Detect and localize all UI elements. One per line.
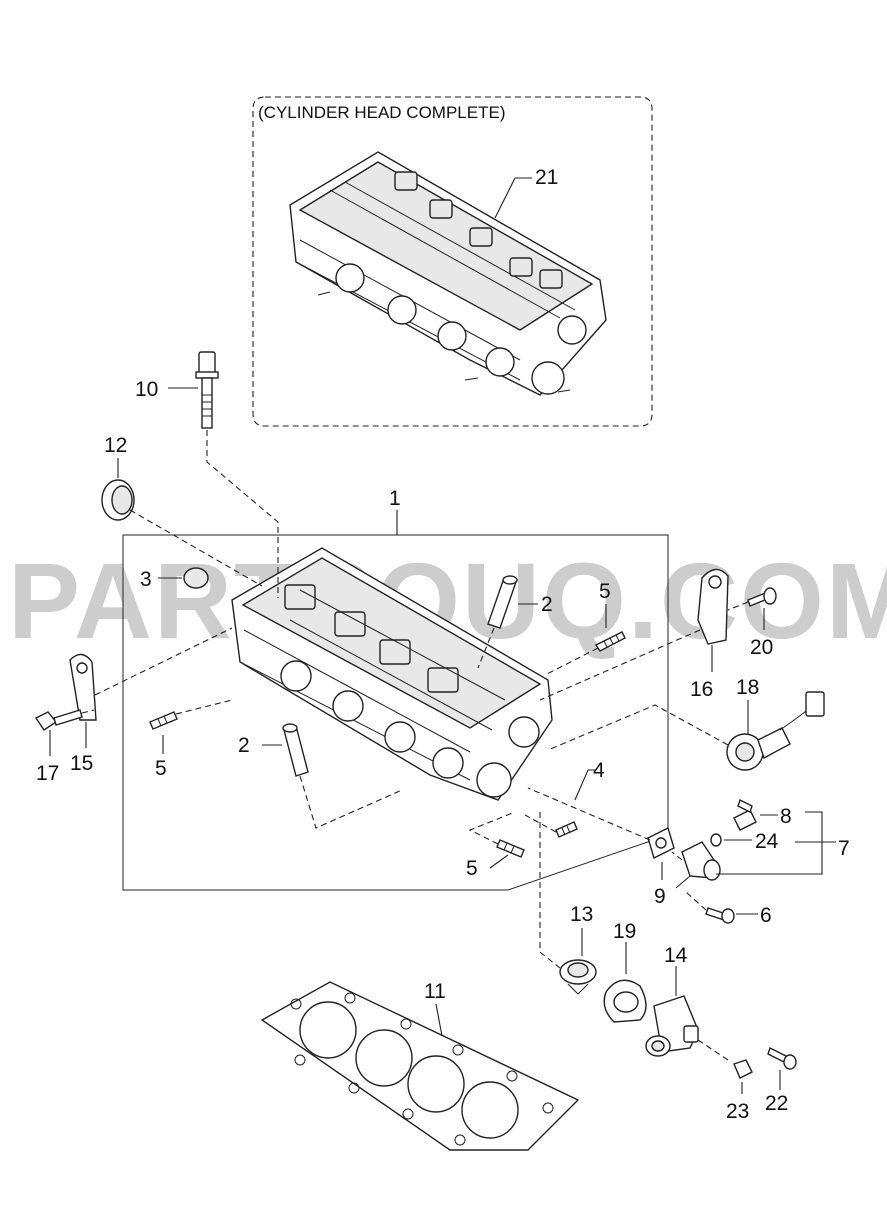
callout-10: 10 xyxy=(135,378,158,401)
cylinder-head-boundary xyxy=(122,534,669,891)
water-outlet-housing[interactable] xyxy=(675,841,721,889)
inlet-bolt[interactable] xyxy=(767,1047,797,1070)
group-title: (CYLINDER HEAD COMPLETE) xyxy=(258,103,505,122)
valve-guide-lower[interactable] xyxy=(282,723,309,777)
engine-hanger-bracket[interactable] xyxy=(69,653,97,721)
inlet-nut[interactable] xyxy=(733,1059,753,1079)
callout-13: 13 xyxy=(570,903,593,926)
stud-lower[interactable] xyxy=(496,839,525,858)
callout-8: 8 xyxy=(780,805,792,828)
stud-left[interactable] xyxy=(149,711,178,730)
callout-12: 12 xyxy=(104,434,127,457)
coolant-temperature-sensor[interactable] xyxy=(733,799,757,831)
bracket-bolt-20[interactable] xyxy=(747,587,777,607)
stud-upper[interactable] xyxy=(594,631,626,652)
callout-7: 7 xyxy=(838,837,850,860)
cylinder-head-complete-assembly[interactable] xyxy=(289,151,607,396)
callout-16: 16 xyxy=(690,678,713,701)
water-outlet-gasket[interactable] xyxy=(647,827,675,859)
callout-17: 17 xyxy=(36,762,59,785)
callout-20: 20 xyxy=(750,636,773,659)
callout-18: 18 xyxy=(736,676,759,699)
callout-19: 19 xyxy=(613,920,636,943)
callout-15: 15 xyxy=(70,752,93,775)
callout-21: 21 xyxy=(535,166,558,189)
stud-4[interactable] xyxy=(555,821,578,838)
callout-4: 4 xyxy=(593,759,605,782)
callout-9: 9 xyxy=(654,885,666,908)
valve-guide-upper[interactable] xyxy=(487,575,518,629)
callout-23: 23 xyxy=(726,1100,749,1123)
outlet-bolt[interactable] xyxy=(705,907,735,924)
callout-2b: 2 xyxy=(238,734,250,757)
wire-bracket[interactable] xyxy=(697,568,729,645)
cylinder-head[interactable] xyxy=(231,547,553,801)
callout-24: 24 xyxy=(755,830,779,853)
thermostat[interactable] xyxy=(559,959,597,995)
callout-5c: 5 xyxy=(466,857,478,880)
sensor-washer[interactable] xyxy=(710,833,722,847)
cylinder-head-complete-group: (CYLINDER HEAD COMPLETE) 21 xyxy=(252,96,653,427)
callout-11: 11 xyxy=(424,980,446,1003)
callout-5a: 5 xyxy=(599,580,611,603)
water-inlet-fitting[interactable] xyxy=(645,995,699,1057)
callout-6: 6 xyxy=(760,904,772,927)
cap-plug[interactable] xyxy=(183,567,209,589)
oil-seal[interactable] xyxy=(101,479,135,521)
callout-5b: 5 xyxy=(155,757,167,780)
camshaft-position-sensor[interactable] xyxy=(726,691,825,771)
callout-22: 22 xyxy=(765,1092,788,1115)
callout-2a: 2 xyxy=(541,593,553,616)
bracket-bolt[interactable] xyxy=(34,709,83,731)
callout-1: 1 xyxy=(389,487,401,510)
callout-3: 3 xyxy=(140,568,152,591)
cylinder-head-gasket[interactable] xyxy=(260,981,580,1151)
callout-14: 14 xyxy=(664,944,688,967)
thermostat-gasket[interactable] xyxy=(603,979,647,1023)
head-bolt[interactable] xyxy=(195,351,219,429)
